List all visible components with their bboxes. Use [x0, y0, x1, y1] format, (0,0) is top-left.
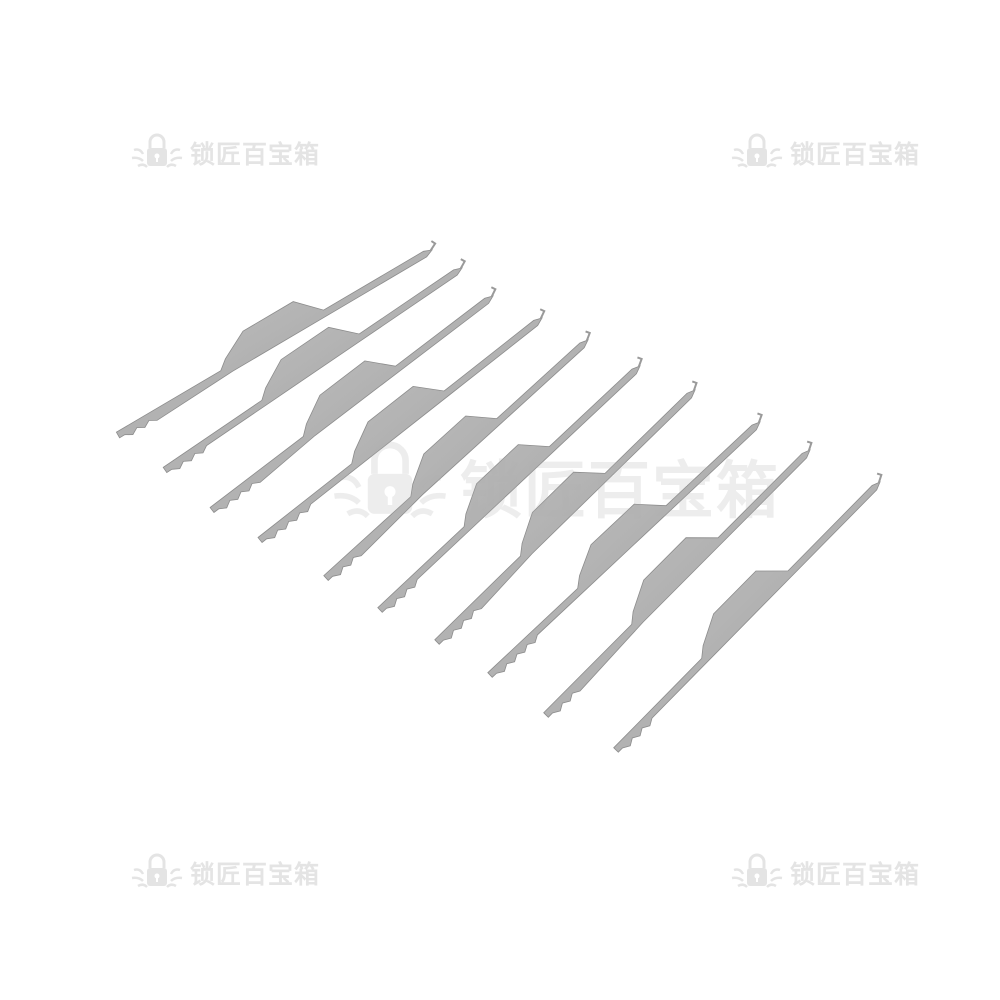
watermark-bottom-right: 锁匠百宝箱	[730, 848, 920, 898]
lock-pick-6	[377, 365, 641, 613]
lock-pick-8	[487, 421, 761, 678]
lock-pick-4	[257, 317, 543, 544]
padlock-logo-icon	[731, 133, 783, 168]
pick-tip-2	[459, 258, 467, 270]
lock-pick-1	[115, 249, 433, 439]
watermark-top-left: 锁匠百宝箱	[130, 128, 320, 178]
watermark-top-right: 锁匠百宝箱	[730, 128, 920, 178]
padlock-logo-icon	[131, 853, 183, 888]
watermark-center: 锁匠百宝箱	[330, 430, 780, 540]
lock-pick-3	[209, 295, 494, 514]
pick-tip-3	[490, 286, 497, 298]
lock-pick-7	[434, 389, 696, 645]
watermark-text: 锁匠百宝箱	[190, 860, 321, 889]
pick-tip-7	[691, 380, 698, 392]
lock-pick-5	[323, 339, 589, 581]
pick-tip-9	[806, 440, 813, 452]
pick-tip-1	[429, 240, 437, 252]
lock-pick-9	[543, 449, 811, 718]
watermark-text: 锁匠百宝箱	[790, 860, 921, 889]
pick-tip-5	[585, 330, 592, 342]
watermark-text: 锁匠百宝箱	[790, 140, 921, 169]
pick-tip-8	[757, 412, 763, 424]
watermark-bottom-left: 锁匠百宝箱	[130, 848, 320, 898]
pick-tip-6	[637, 356, 643, 368]
watermark-text: 锁匠百宝箱	[460, 454, 781, 527]
pick-tip-10	[876, 472, 883, 484]
padlock-logo-icon	[334, 441, 446, 519]
picks-group	[115, 240, 883, 753]
padlock-logo-icon	[731, 853, 783, 888]
lock-pick-10	[613, 481, 881, 753]
padlock-logo-icon	[131, 133, 183, 168]
lock-pick-2	[162, 267, 463, 474]
watermark-text: 锁匠百宝箱	[190, 140, 321, 169]
pick-tip-4	[539, 308, 546, 320]
